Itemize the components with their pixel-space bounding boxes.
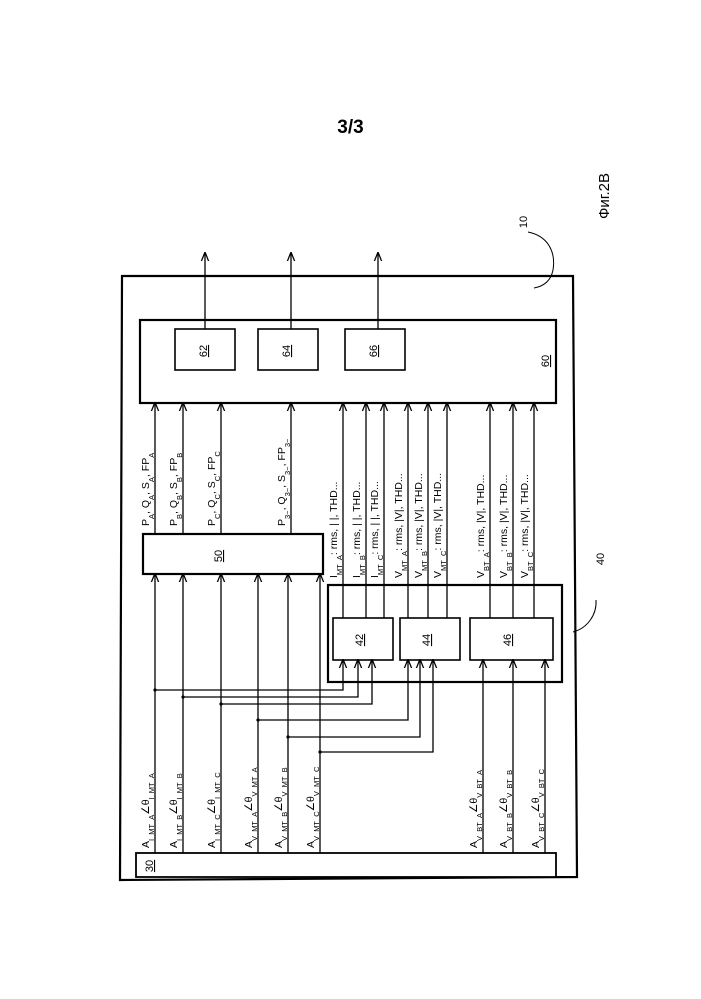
junction-dot <box>256 718 259 721</box>
input-label-9: AV_BT_C∠θV_BT_C <box>530 768 546 848</box>
power-label-3: PC, QC, SC, FPC <box>206 451 222 526</box>
analyzer-leader <box>573 600 596 632</box>
figure-label: Фиг.2B <box>596 173 613 219</box>
quality-label-9: VBT_C: rms, |V|, THD... <box>519 474 535 578</box>
ref-40: 40 <box>595 553 607 565</box>
input-label-5: AV_MT_B∠θV_MT_B <box>273 767 289 848</box>
ref-10: 10 <box>518 216 530 228</box>
quality-label-6: VMT_C: rms, |V|, THD... <box>432 473 448 578</box>
input-label-3: AI_MT_C∠θI_MT_C <box>206 772 222 848</box>
junction-dot <box>286 735 289 738</box>
quality-label-7: VBT_A: rms, |V|, THD... <box>475 475 491 578</box>
ref-30: 30 <box>144 860 156 872</box>
quality-label-3: IMT_C: rms, | |, THD... <box>369 481 385 578</box>
input-label-1: AI_MT_A∠θI_MT_A <box>140 773 156 848</box>
ref-62: 62 <box>198 345 210 357</box>
input-label-6: AV_MT_C∠θV_MT_C <box>305 766 321 848</box>
quality-label-4: VMT_A: rms, |V|, THD... <box>393 473 409 578</box>
input-label-4: AV_MT_A∠θV_MT_A <box>243 767 259 848</box>
source-block-30 <box>136 853 556 877</box>
junction-dot <box>181 695 184 698</box>
power-label-1: PA, QA, SA, FPA <box>140 453 156 526</box>
device-leader <box>528 232 554 288</box>
input-label-2: AI_MT_B∠θI_MT_B <box>168 773 184 848</box>
quality-label-1: IMT_A: rms, | |, THD... <box>328 482 344 578</box>
ref-66: 66 <box>368 345 380 357</box>
quality-label-5: VMT_B: rms, |V|, THD... <box>413 473 429 578</box>
quality-label-8: VBT_B: rms, |V|, THD... <box>498 475 514 578</box>
ref-42: 42 <box>354 634 366 646</box>
junction-dot <box>318 750 321 753</box>
junction-dot <box>219 702 222 705</box>
input-label-7: AV_BT_A∠θV_BT_A <box>468 770 484 848</box>
input-label-8: AV_BT_B∠θV_BT_B <box>498 770 514 848</box>
ref-64: 64 <box>281 345 293 357</box>
power-label-2: PB, QB, SB, FPB <box>168 453 184 526</box>
ref-46: 46 <box>502 634 514 646</box>
calc-block-50 <box>143 534 323 574</box>
junction-dot <box>153 688 156 691</box>
ref-50: 50 <box>213 550 225 562</box>
ref-60: 60 <box>540 355 552 367</box>
power-label-4: P3~, Q3~, S3~, FP3~ <box>276 438 292 526</box>
ref-44: 44 <box>421 634 433 646</box>
quality-label-2: IMT_B: rms, | |, THD... <box>351 482 367 578</box>
